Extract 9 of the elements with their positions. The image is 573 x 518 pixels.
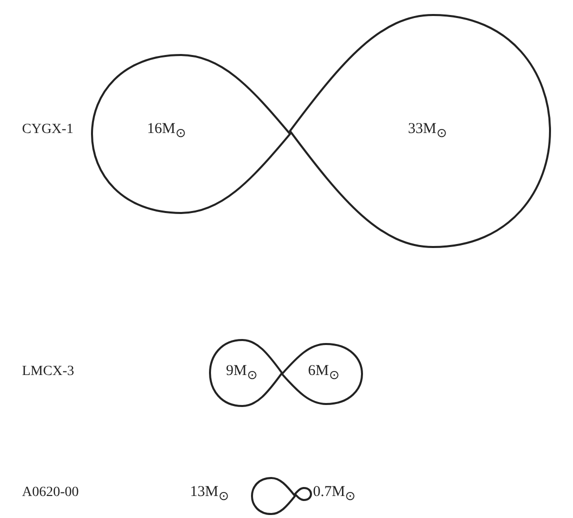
mass-label: 0.7M$_{⊙}$ bbox=[313, 484, 356, 504]
system-name: A0620-00 bbox=[22, 485, 79, 501]
mass-label: 9M$_{⊙}$ bbox=[226, 363, 258, 383]
system-name: LMCX-3 bbox=[22, 364, 74, 380]
mass-label: 6M$_{⊙}$ bbox=[308, 363, 340, 383]
system-name: CYGX-1 bbox=[22, 122, 74, 138]
mass-label: 16M$_{⊙}$ bbox=[147, 121, 186, 141]
mass-label: 33M$_{⊙}$ bbox=[408, 121, 448, 141]
mass-label: 13M$_{⊙}$ bbox=[190, 484, 230, 504]
